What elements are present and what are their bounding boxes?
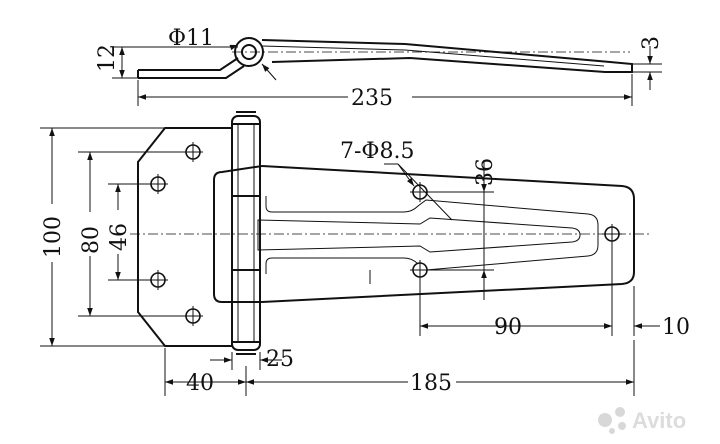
hole-count-label: 7-Φ8.5 — [340, 139, 414, 164]
leaf-length-label: 185 — [410, 371, 452, 396]
avito-brand-text: Avito — [632, 408, 686, 433]
knuckle-offset-label: 25 — [266, 347, 294, 372]
avito-logo-icon — [598, 407, 626, 434]
plan-view: 100 80 46 7-Φ8.5 36 90 10 — [40, 111, 690, 396]
base-width-label: 40 — [186, 371, 214, 396]
base-hole-bottom-right — [183, 306, 203, 326]
leaf-hole-spacing-label: 36 — [473, 158, 498, 186]
leaf-hole-lower — [410, 260, 430, 280]
base-hole-upper-left — [148, 174, 168, 194]
side-view: Φ11 12 3 235 — [95, 26, 664, 111]
leaf-hole-end — [602, 224, 622, 244]
inner-hole-spacing-label: 46 — [107, 223, 132, 251]
edge-distance-label: 10 — [662, 315, 690, 340]
plate-thickness-label: 3 — [639, 36, 664, 50]
total-height-label: 100 — [41, 216, 66, 258]
base-hole-top-right — [183, 142, 203, 162]
thickness-label: 12 — [95, 44, 120, 72]
outer-hole-spacing-label: 80 — [79, 226, 104, 254]
leaf-hole-distance-label: 90 — [494, 315, 522, 340]
leaf-hole-upper — [410, 182, 430, 202]
avito-watermark: Avito — [598, 407, 686, 434]
base-hole-lower-left — [148, 270, 168, 290]
length-label: 235 — [351, 86, 393, 111]
